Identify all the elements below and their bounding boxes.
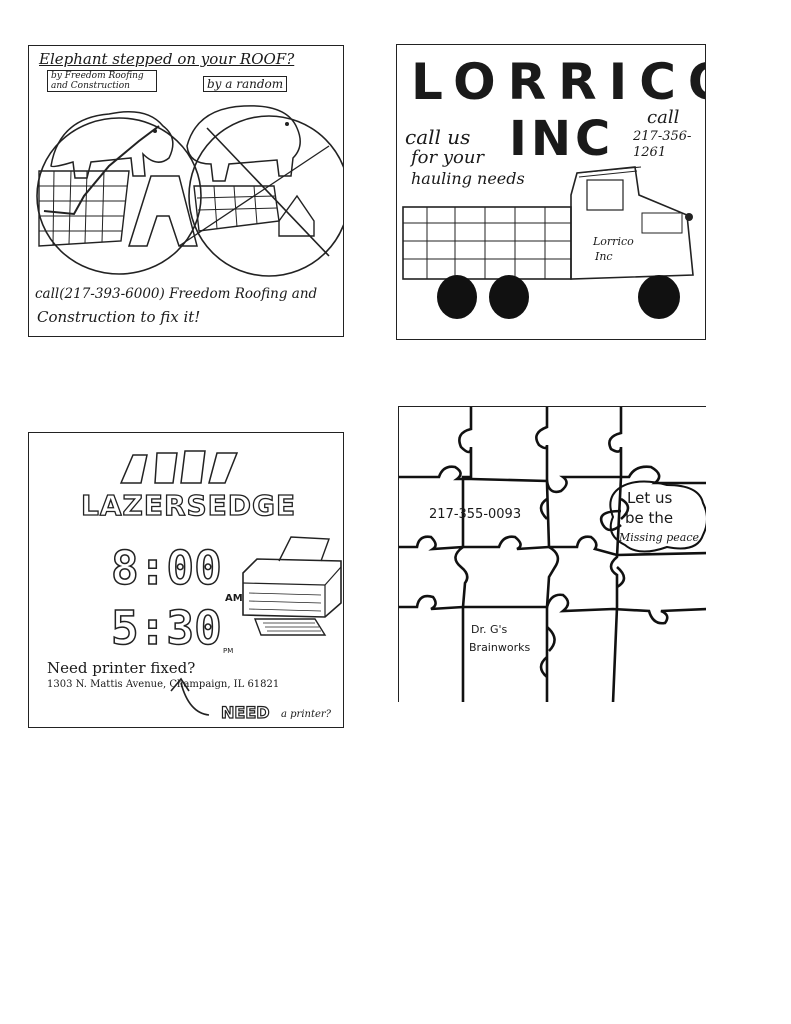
phone-number: 217-356-1261 [633,129,699,161]
slogan-line-2: be the [625,509,674,527]
byline-text: by Freedom Roofing and Construction [51,71,144,91]
address-text: 1303 N. Mattis Avenue, Champaign, IL 618… [47,679,280,690]
truck-door-text-2: Inc [595,250,613,263]
close-suffix: PM [223,647,234,655]
open-time: 8:00 [110,540,222,596]
phone-number: 217-355-0093 [429,507,522,522]
ad-panel-freedom-roofing: Elephant stepped on your ROOF? by Freedo… [28,45,344,337]
random-text: by a random [207,77,284,91]
lazer-logo-and-printer [119,450,342,716]
company-name: LORRICO, [411,53,705,111]
brand-name: LAZERSEDGE [80,488,297,522]
ad-panel-brainworks: 217-355-0093 Let us be the Missing peace… [398,406,706,702]
byline-tag: by Freedom Roofing and Construction [47,70,157,92]
slogan-line-1: Let us [627,489,673,507]
footer-line-2: Construction to fix it! [37,308,201,326]
slogan-line-3: Missing peace [619,531,699,544]
truck-door-text-1: Lorrico [593,235,634,248]
open-suffix: AM [225,593,243,604]
tagline-2: for your [411,147,485,168]
footer-line-1: call(217-393-6000) Freedom Roofing and [35,286,318,302]
brand-line-2: Brainworks [469,641,531,654]
puzzle-pieces-drawing [399,407,706,702]
ad-panel-lorrico: LORRICO, INC call 217-356-1261 call us f… [396,44,706,340]
company-suffix: INC [509,111,615,167]
brand-line-1: Dr. G's [471,623,508,636]
truck-drawing [402,166,694,319]
need-tail: a printer? [281,709,332,720]
random-tag: by a random [203,76,288,92]
tagline-1: call us [405,125,471,149]
need-word: NEED [220,702,270,722]
question-text: Need printer fixed? [47,659,196,677]
ad-panel-lazersedge: LAZERSEDGE 8:00 AM 5:30 PM Need printer … [28,432,344,728]
headline: Elephant stepped on your ROOF? [39,50,295,68]
call-label: call [647,107,680,128]
tagline-3: hauling needs [411,169,525,188]
phone-text: 217-356-1261 [633,129,692,160]
roof-elephant-drawing [36,105,343,277]
close-time: 5:30 [110,600,222,656]
